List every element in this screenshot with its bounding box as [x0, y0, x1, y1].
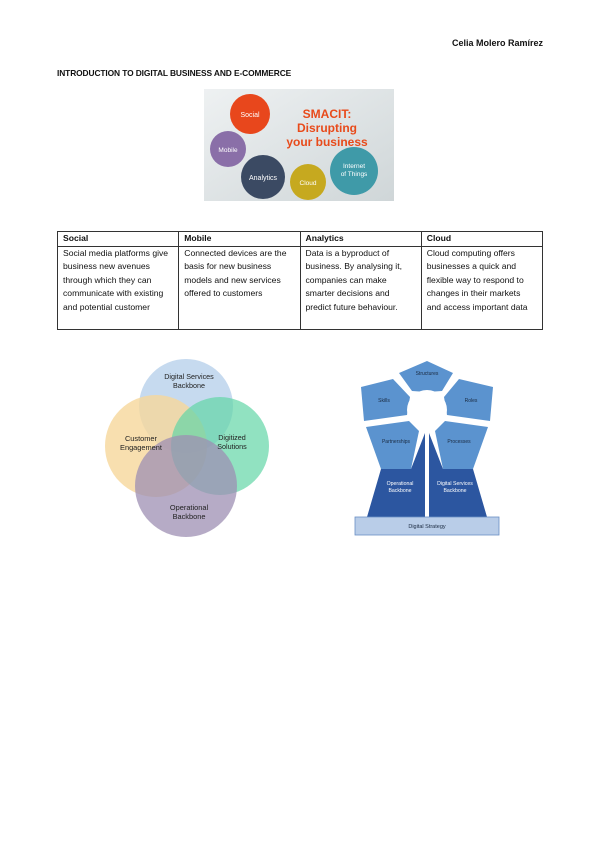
venn-top-label-line1: Digital Services	[164, 372, 214, 381]
venn-diagram: Digital Services Backbone Customer Engag…	[105, 359, 269, 537]
base-operational-label-line1: Operational	[387, 481, 414, 487]
mobile-bubble	[210, 131, 246, 167]
base-operational-label-line2: Backbone	[388, 488, 411, 494]
smacit-title-line2: Disrupting	[297, 121, 357, 135]
petal-roles	[444, 379, 493, 421]
cell-analytics: Data is a byproduct of business. By anal…	[299, 245, 422, 330]
petal-processes	[435, 421, 488, 469]
foundation-bar	[354, 516, 500, 536]
base-digital-services	[429, 433, 487, 517]
petal-partnerships	[366, 421, 419, 469]
social-label: Social	[240, 112, 260, 119]
smacit-title-line1: SMACIT:	[303, 107, 352, 121]
venn-left-label-line1: Customer	[125, 434, 158, 443]
venn-top-label-line2: Backbone	[173, 381, 205, 390]
header-analytics: Analytics	[299, 231, 422, 247]
venn-right-label-line1: Digitized	[218, 433, 246, 442]
smacit-image: Social Mobile Analytics Cloud Internet o…	[204, 89, 394, 201]
iot-bubble	[330, 147, 378, 195]
petal-skills-label: Skills	[378, 398, 390, 404]
petal-processes-label: Processes	[447, 439, 471, 445]
venn-bottom-label-line1: Operational	[170, 503, 209, 512]
analytics-label: Analytics	[249, 175, 278, 182]
building-blocks-diagram: Structures Skills Roles Partnerships Pro…	[354, 361, 500, 536]
cell-cloud: Cloud computing offers businesses a quic…	[420, 245, 544, 330]
header-social: Social	[56, 231, 180, 247]
foundation-label: Digital Strategy	[408, 524, 446, 530]
analytics-bubble	[241, 155, 285, 199]
base-digital-services-label-line1: Digital Services	[437, 481, 473, 487]
petal-roles-label: Roles	[465, 398, 478, 404]
petal-structures	[399, 361, 453, 392]
base-digital-services-label-line2: Backbone	[443, 488, 466, 494]
venn-left-label-line2: Engagement	[120, 443, 162, 452]
base-operational	[367, 433, 425, 517]
venn-right-label-line2: Solutions	[217, 442, 247, 451]
social-bubble	[230, 94, 270, 134]
cloud-bubble	[290, 164, 326, 200]
smac-table: Social Mobile Analytics Cloud Social med…	[56, 231, 544, 330]
author-name: Celia Molero Ramírez	[451, 38, 543, 48]
cell-social: Social media platforms give business new…	[56, 245, 180, 330]
mobile-label: Mobile	[218, 147, 238, 154]
petal-structures-label: Structures	[416, 371, 439, 377]
petal-skills	[361, 379, 410, 421]
smacit-title-line3: your business	[286, 135, 368, 149]
header-mobile: Mobile	[178, 231, 301, 247]
table-header-row: Social Mobile Analytics Cloud	[56, 231, 544, 247]
table-row: Social media platforms give business new…	[56, 245, 544, 330]
iot-label-line1: Internet	[343, 163, 365, 170]
header-cloud: Cloud	[420, 231, 544, 247]
cloud-label: Cloud	[300, 180, 317, 187]
venn-bottom-circle	[135, 435, 237, 537]
venn-bottom-label-line2: Backbone	[173, 512, 206, 521]
center-circle	[407, 390, 447, 430]
cell-mobile: Connected devices are the basis for new …	[178, 245, 301, 330]
page-heading: INTRODUCTION TO DIGITAL BUSINESS AND E-C…	[57, 68, 292, 78]
iot-label-line2: of Things	[341, 171, 368, 178]
petal-partnerships-label: Partnerships	[382, 439, 411, 445]
